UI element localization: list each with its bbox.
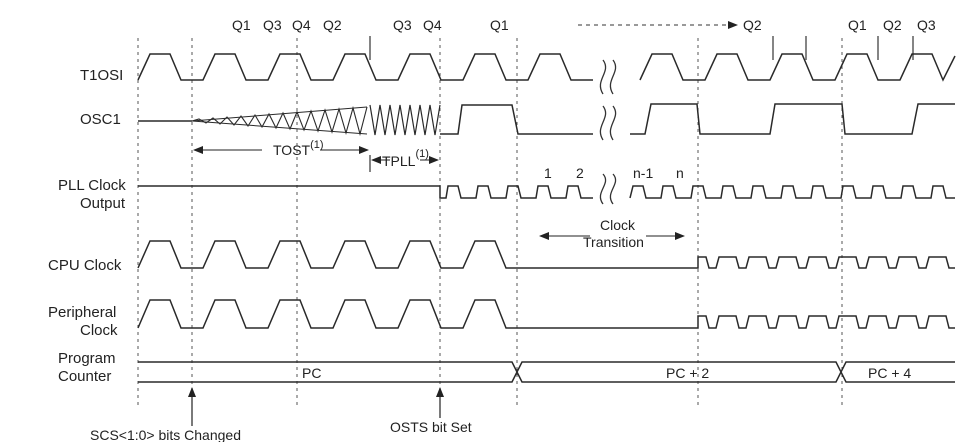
q-label: Q2 [743,17,762,33]
peripheral-clock-waveform [137,299,955,329]
pc-value: PC + 4 [868,365,911,381]
guide-lines [137,36,914,405]
q-label: Q3 [393,17,412,33]
clock-transition-label: Transition [583,234,644,250]
q-phase-labels: Q1 Q3 Q4 Q2 Q3 Q4 Q1 Q2 Q1 Q2 Q3 [232,17,936,33]
tpll-label: TPLL(1) [382,148,429,169]
pll-label: Output [80,195,126,212]
count-label: 1 [544,165,552,181]
osc1-waveform [138,103,955,137]
pll-clock-waveform [138,185,955,199]
pc-value: PC + 2 [666,365,709,381]
pll-label: PLL Clock [58,177,126,194]
q-label: Q4 [292,17,311,33]
osc1-label: OSC1 [80,111,121,128]
q-label: Q2 [883,17,902,33]
t1osi-label: T1OSI [80,67,123,84]
count-label: 2 [576,165,584,181]
cpu-clock-waveform [137,240,955,269]
clock-transition-annotation: Clock Transition [539,217,685,250]
cpu-clock-label: CPU Clock [48,257,122,274]
pll-break-mark [599,173,617,205]
program-counter-label: Counter [58,368,111,385]
program-counter-label: Program [58,350,116,367]
tost-label: TOST(1) [273,139,324,158]
timing-annotations: TOST(1) TPLL(1) [193,139,439,169]
event-markers: SCS<1:0> bits Changed OSTS bit Set [90,387,472,442]
pll-count-labels: 1 2 n-1 n [544,165,684,181]
scs-event-label: SCS<1:0> bits Changed [90,427,241,442]
q-label: Q3 [917,17,936,33]
t1osi-break-mark [599,59,617,95]
q-label: Q2 [323,17,342,33]
clock-transition-label: Clock [600,217,636,233]
osts-event-label: OSTS bit Set [390,419,472,435]
signal-labels: T1OSI OSC1 PLL Clock Output CPU Clock Pe… [48,67,126,385]
peripheral-clock-label: Clock [80,322,118,339]
q-label: Q1 [490,17,509,33]
q-label: Q1 [848,17,867,33]
pc-value: PC [302,365,321,381]
q-label: Q1 [232,17,251,33]
q-label: Q3 [263,17,282,33]
q-label: Q4 [423,17,442,33]
t1osi-waveform [137,53,956,82]
count-label: n-1 [633,165,653,181]
program-counter-bus: PC PC + 2 PC + 4 [138,361,955,383]
peripheral-clock-label: Peripheral [48,304,116,321]
count-label: n [676,165,684,181]
osc1-break-mark [599,105,617,141]
